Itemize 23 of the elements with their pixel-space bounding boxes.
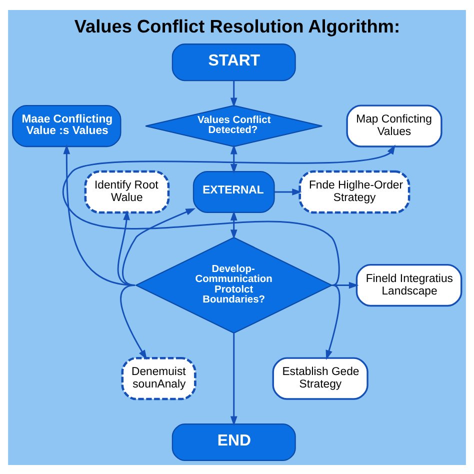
diagram-title: Values Conflict Resolution Algorithm:: [74, 16, 400, 36]
arrow: [120, 284, 148, 360]
arrow: [230, 144, 238, 174]
node-box: Identify Root Walue: [84, 170, 170, 214]
arrow: [274, 188, 302, 195]
arrow: [326, 284, 340, 360]
arrow: [62, 144, 396, 286]
node-diamond: Values Conflict Detected?: [145, 104, 323, 147]
node-box: Map Conficting Values: [346, 104, 442, 147]
arrow: [332, 281, 359, 288]
node-box: Establish Gede Strategy: [272, 356, 368, 400]
arrow: [230, 80, 238, 107]
arrow: [230, 332, 238, 426]
node-box: Maae Conflicting Value :s Values: [12, 104, 122, 147]
node-box: Fnde Higlhe-Order Strategy: [298, 170, 410, 214]
node-box: START: [172, 43, 296, 81]
node-box: EXTERNAL: [192, 170, 275, 213]
node-box: Fineld Integratius Landscape: [356, 263, 462, 306]
node-box: Denemuist sounAnaly: [121, 356, 196, 400]
arrow: [122, 208, 196, 286]
arrow: [230, 210, 238, 239]
node-diamond: Develop- Communication Protolct Boundaries?: [134, 236, 333, 334]
node-box: END: [172, 422, 296, 461]
